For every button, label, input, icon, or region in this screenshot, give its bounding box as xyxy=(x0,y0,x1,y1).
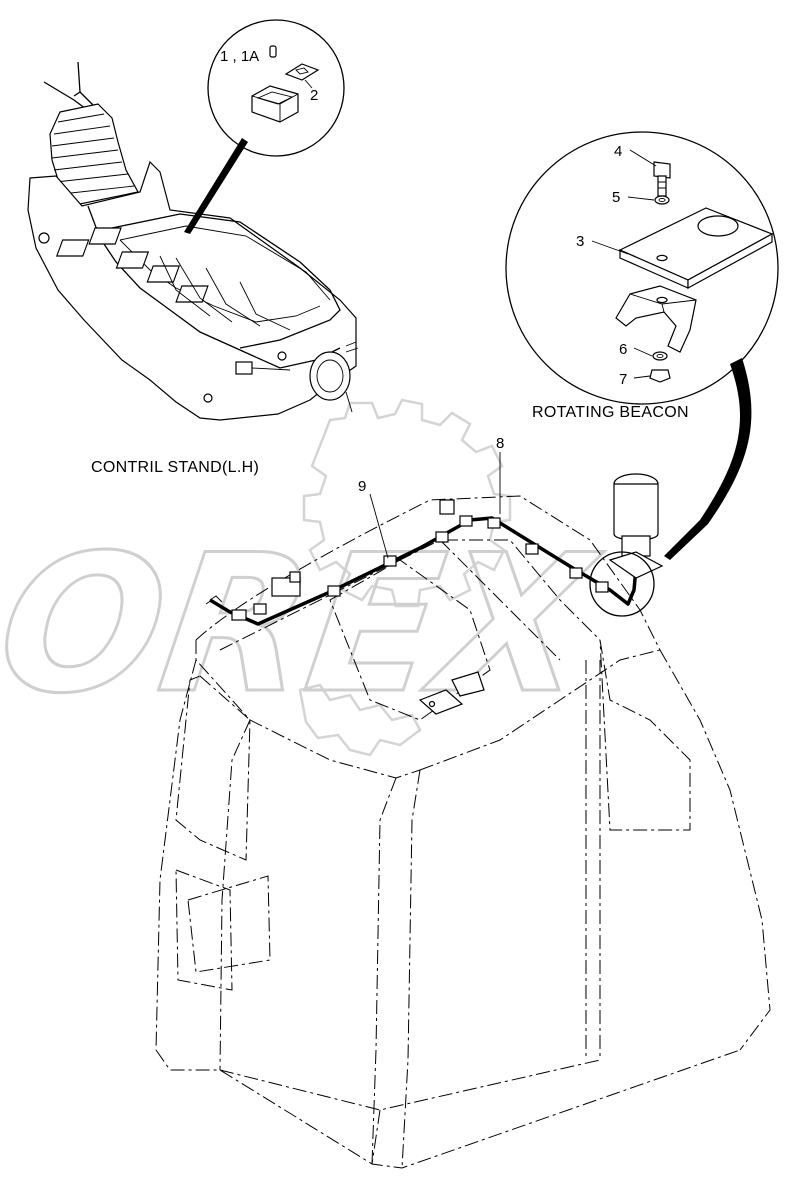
callout-9: 9 xyxy=(358,478,366,495)
detail-circle-switch xyxy=(207,19,345,157)
detail-circle-beacon-mount xyxy=(589,551,655,617)
control-stand-label: CONTRIL STAND(L.H) xyxy=(91,459,259,476)
control-stand xyxy=(27,61,359,421)
detail-pointer-switch xyxy=(184,138,248,234)
callout-2: 2 xyxy=(310,87,318,104)
callout-1-1a: 1 , 1A xyxy=(220,48,259,65)
detail-beacon: 4 5 3 6 7 ROTATING BEACON xyxy=(505,131,779,560)
wire-harness: 8 9 CONTRIL STAND(L.H) xyxy=(91,435,664,715)
callout-8: 8 xyxy=(496,435,504,452)
callout-3: 3 xyxy=(576,233,584,250)
detail-circle-beacon xyxy=(505,131,779,405)
detail-switch: 1 , 1A 2 xyxy=(184,19,345,234)
watermark: OREX xyxy=(0,398,612,757)
watermark-text: OREX xyxy=(0,515,610,736)
watermark-gear xyxy=(302,398,512,608)
callout-4: 4 xyxy=(614,143,622,160)
callout-5: 5 xyxy=(612,189,620,206)
detail-pointer-beacon xyxy=(664,358,752,560)
callout-7: 7 xyxy=(619,371,627,388)
watermark-gear-lower xyxy=(298,683,422,757)
callout-6: 6 xyxy=(619,341,627,358)
rotating-beacon-label: ROTATING BEACON xyxy=(532,404,689,421)
cab-outline xyxy=(155,495,771,1169)
